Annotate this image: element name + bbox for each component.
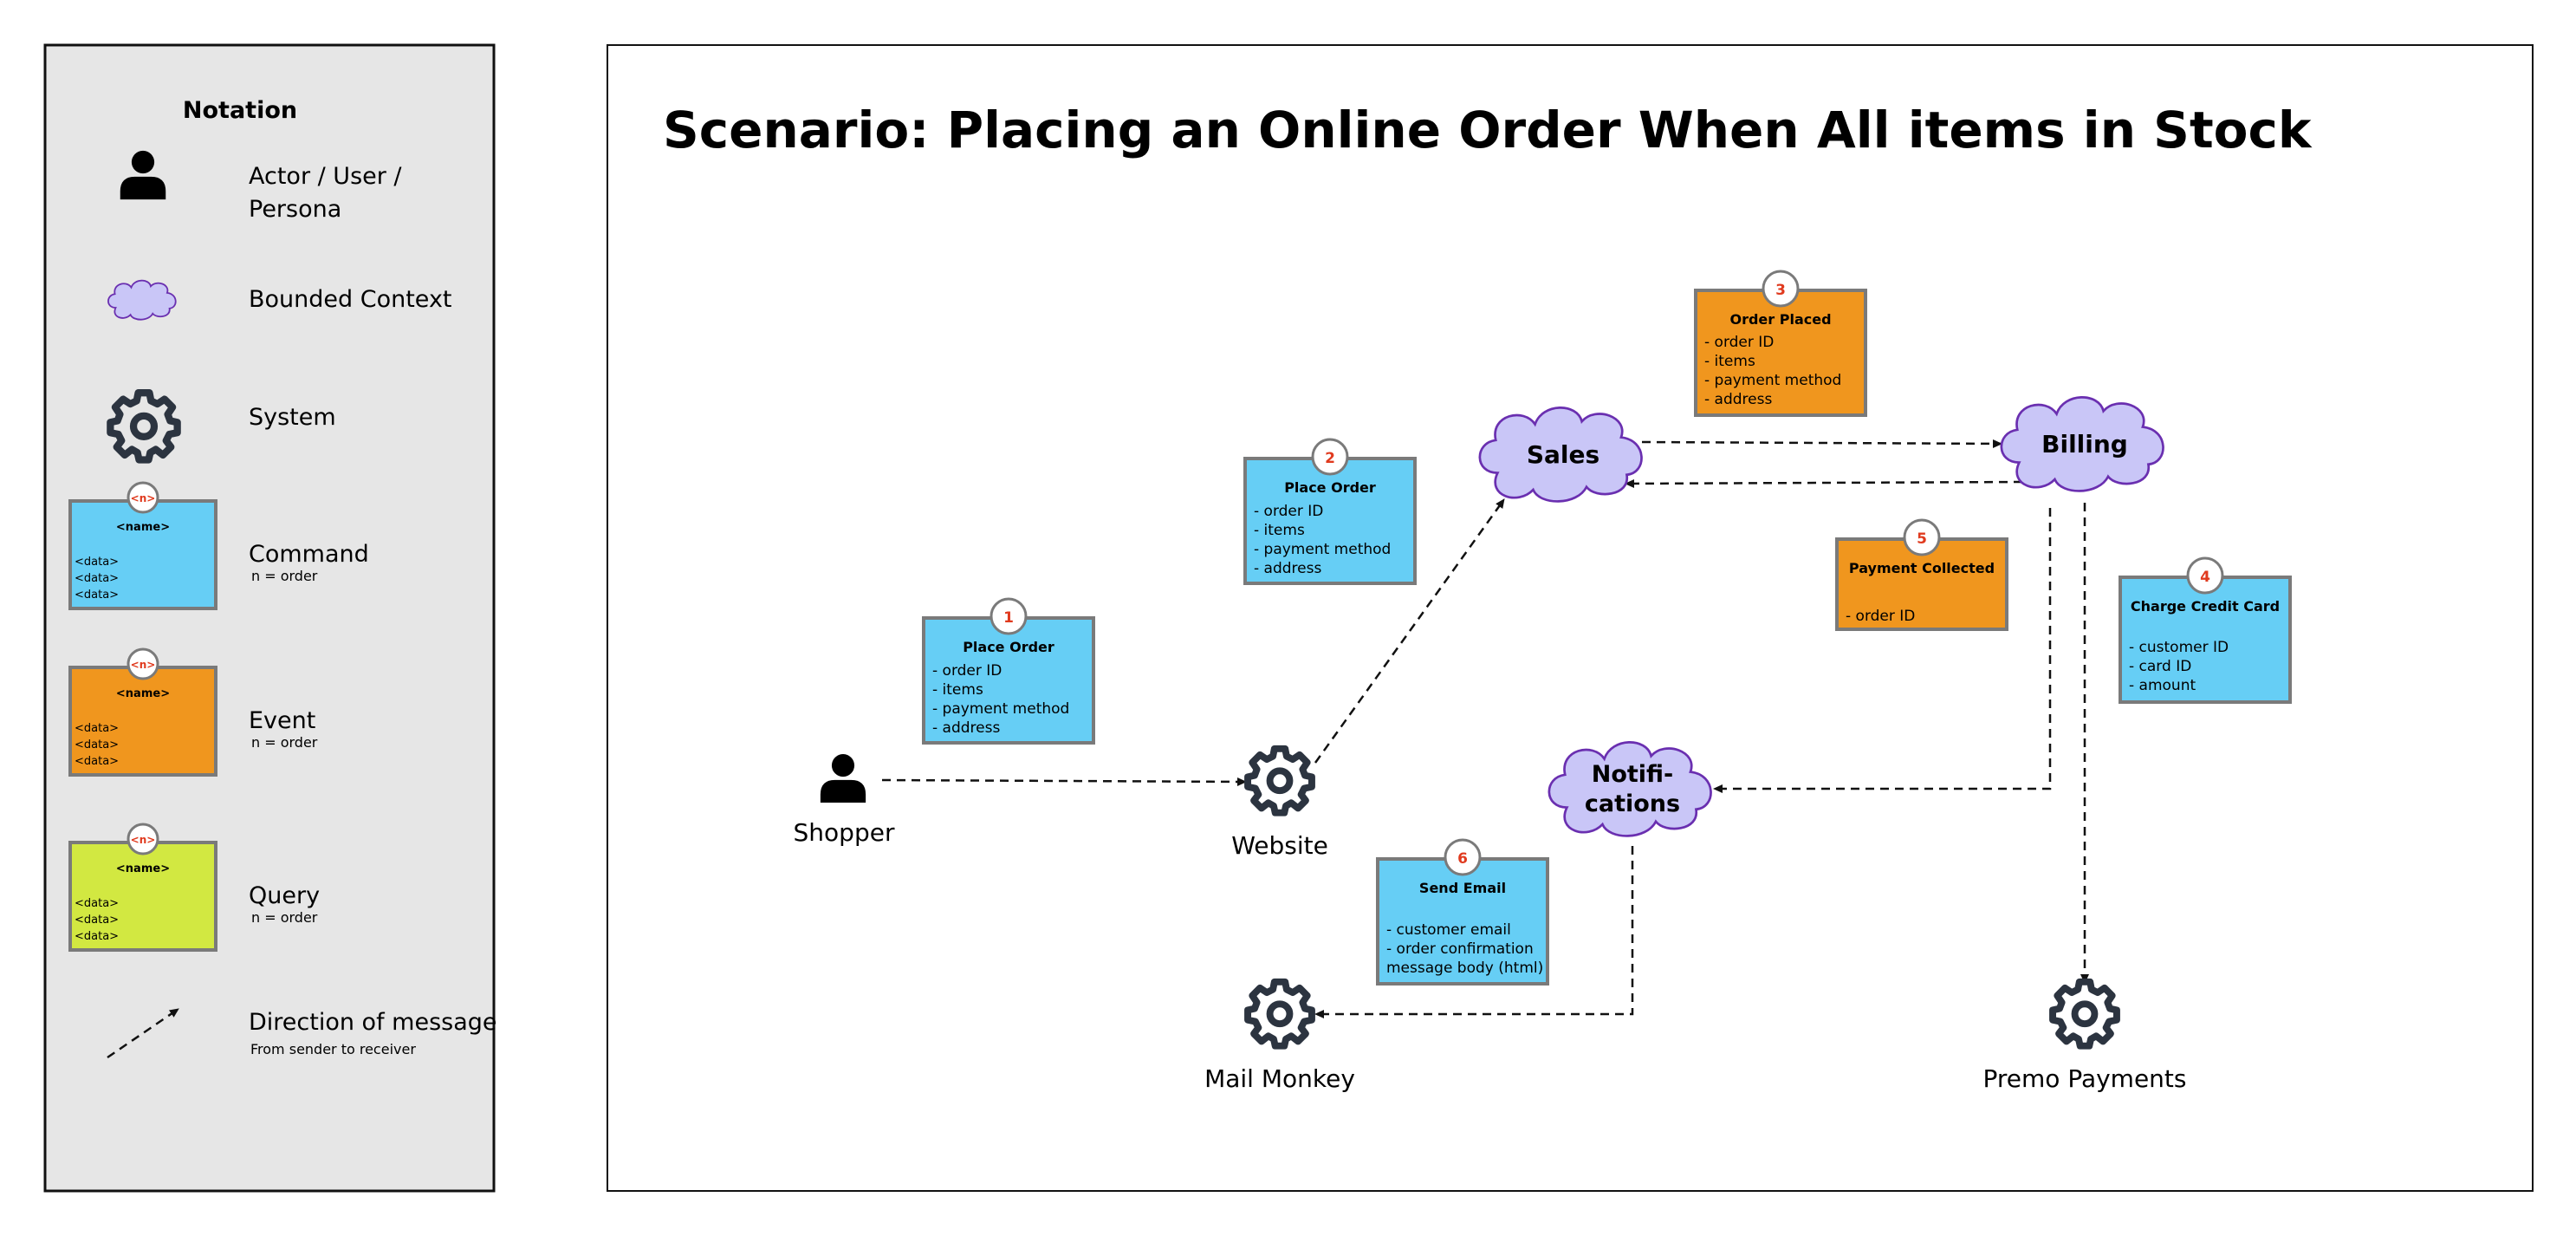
cloud-icon — [107, 279, 177, 321]
cloud-icon — [1548, 741, 1712, 837]
card-number: 4 — [2200, 569, 2210, 586]
legend-query-sub: n = order — [251, 909, 318, 926]
svg-text:<name>: <name> — [116, 521, 170, 534]
svg-text:<data>: <data> — [75, 738, 119, 751]
svg-text:- payment method: - payment method — [1254, 541, 1391, 558]
shopper-label: Shopper — [794, 818, 895, 847]
arrow-website-to-sales — [1314, 498, 1506, 764]
premo-payments-system: Premo Payments — [1983, 982, 2187, 1093]
svg-text:- order ID: - order ID — [1846, 608, 1915, 625]
legend-panel: Notation Actor / User / Persona Bounded … — [43, 43, 497, 1193]
legend-actor-label-2: Persona — [249, 196, 341, 223]
sales-context: Sales — [1478, 407, 1643, 503]
arrow-billing-to-notifications — [1713, 508, 2052, 793]
notifications-label-1: Notifi- — [1592, 761, 1674, 788]
website-system: Website — [1231, 749, 1328, 860]
scenario-title: Scenario: Placing an Online Order When A… — [663, 101, 2313, 159]
svg-text:- items: - items — [1254, 522, 1305, 539]
premo-payments-label: Premo Payments — [1983, 1064, 2187, 1093]
legend-event-sub: n = order — [251, 734, 318, 751]
svg-text:<data>: <data> — [75, 755, 119, 768]
legend-event-card: <n> <name> <data> <data> <data> — [68, 647, 217, 777]
legend-query-card: <n> <name> <data> <data> <data> — [68, 823, 217, 952]
cloud-icon — [1478, 407, 1643, 503]
legend-direction-label: Direction of message — [249, 1009, 497, 1036]
card-2: 2 Place Order - order ID - items - payme… — [1243, 438, 1417, 585]
notifications-label-2: cations — [1585, 790, 1680, 817]
arrow-billing-to-sales — [1625, 478, 2023, 488]
card-title: Order Placed — [1729, 311, 1831, 328]
shopper-actor: Shopper — [794, 754, 895, 847]
mail-monkey-system: Mail Monkey — [1204, 982, 1355, 1093]
card-number: 6 — [1457, 850, 1468, 868]
card-5: 5 Payment Collected - order ID — [1835, 518, 2008, 631]
svg-text:- address: - address — [1254, 560, 1321, 577]
message-arrows — [881, 439, 2089, 1018]
legend-query-label: Query — [249, 882, 320, 909]
arrow-sales-to-billing — [1641, 439, 2002, 448]
cloud-icon — [2000, 396, 2164, 492]
svg-text:- items: - items — [1704, 353, 1755, 370]
svg-text:<name>: <name> — [116, 862, 170, 875]
legend-bounded-context-label: Bounded Context — [249, 286, 452, 313]
legend-command-label: Command — [249, 541, 369, 568]
svg-text:<data>: <data> — [75, 930, 119, 943]
card-number: 2 — [1325, 450, 1335, 467]
arrow-notifications-to-mailmonkey — [1314, 846, 1634, 1018]
notifications-context: Notifi- cations — [1548, 741, 1712, 837]
svg-text:<data>: <data> — [75, 572, 119, 585]
mail-monkey-label: Mail Monkey — [1204, 1064, 1355, 1093]
svg-text:<n>: <n> — [131, 834, 156, 846]
svg-text:- card ID: - card ID — [2129, 658, 2191, 675]
svg-text:<data>: <data> — [75, 722, 119, 735]
svg-text:- amount: - amount — [2129, 677, 2196, 694]
legend-event-label: Event — [249, 707, 315, 734]
svg-text:- payment method: - payment method — [1704, 372, 1841, 389]
billing-context: Billing — [2000, 396, 2164, 492]
svg-text:- payment method: - payment method — [932, 700, 1069, 718]
sales-label: Sales — [1527, 440, 1599, 469]
billing-label: Billing — [2041, 430, 2128, 459]
svg-text:- items: - items — [932, 681, 983, 699]
svg-text:- customer email: - customer email — [1386, 921, 1511, 939]
card-3: 3 Order Placed - order ID - items - paym… — [1694, 270, 1867, 417]
svg-text:- customer ID: - customer ID — [2129, 639, 2229, 656]
legend-actor-label: Actor / User / — [249, 163, 402, 190]
legend-command-sub: n = order — [251, 568, 318, 584]
card-4: 4 Charge Credit Card - customer ID - car… — [2119, 556, 2292, 704]
svg-text:- order ID: - order ID — [1704, 334, 1774, 351]
card-number: 1 — [1003, 609, 1014, 627]
legend-system-label: System — [249, 404, 336, 431]
card-title: Charge Credit Card — [2131, 598, 2280, 615]
svg-text:<data>: <data> — [75, 556, 119, 569]
legend-command-card: <n> <name> <data> <data> <data> — [68, 481, 217, 610]
card-number: 5 — [1917, 530, 1927, 548]
svg-text:<data>: <data> — [75, 589, 119, 602]
card-title: Payment Collected — [1849, 560, 1995, 576]
svg-text:<name>: <name> — [116, 687, 170, 700]
card-number: 3 — [1775, 282, 1786, 299]
svg-text:<n>: <n> — [131, 659, 156, 671]
card-1: 1 Place Order - order ID - items - payme… — [922, 597, 1095, 745]
svg-text:<data>: <data> — [75, 897, 119, 910]
svg-text:- order confirmation: - order confirmation — [1386, 940, 1534, 958]
card-title: Send Email — [1419, 880, 1506, 896]
svg-text:<data>: <data> — [75, 914, 119, 927]
arrow-shopper-to-website — [881, 777, 1247, 786]
svg-text:- address: - address — [1704, 391, 1772, 408]
website-label: Website — [1231, 831, 1328, 860]
legend-title: Notation — [183, 97, 297, 124]
svg-text:- order ID: - order ID — [932, 662, 1002, 680]
svg-text:message body (html): message body (html) — [1386, 960, 1543, 977]
svg-text:<n>: <n> — [131, 492, 156, 504]
svg-text:- address: - address — [932, 719, 1000, 737]
svg-text:- order ID: - order ID — [1254, 503, 1323, 520]
legend-direction-sub: From sender to receiver — [250, 1041, 416, 1057]
card-title: Place Order — [963, 639, 1054, 655]
card-title: Place Order — [1284, 479, 1376, 496]
card-6: 6 Send Email - customer email - order co… — [1376, 838, 1549, 986]
